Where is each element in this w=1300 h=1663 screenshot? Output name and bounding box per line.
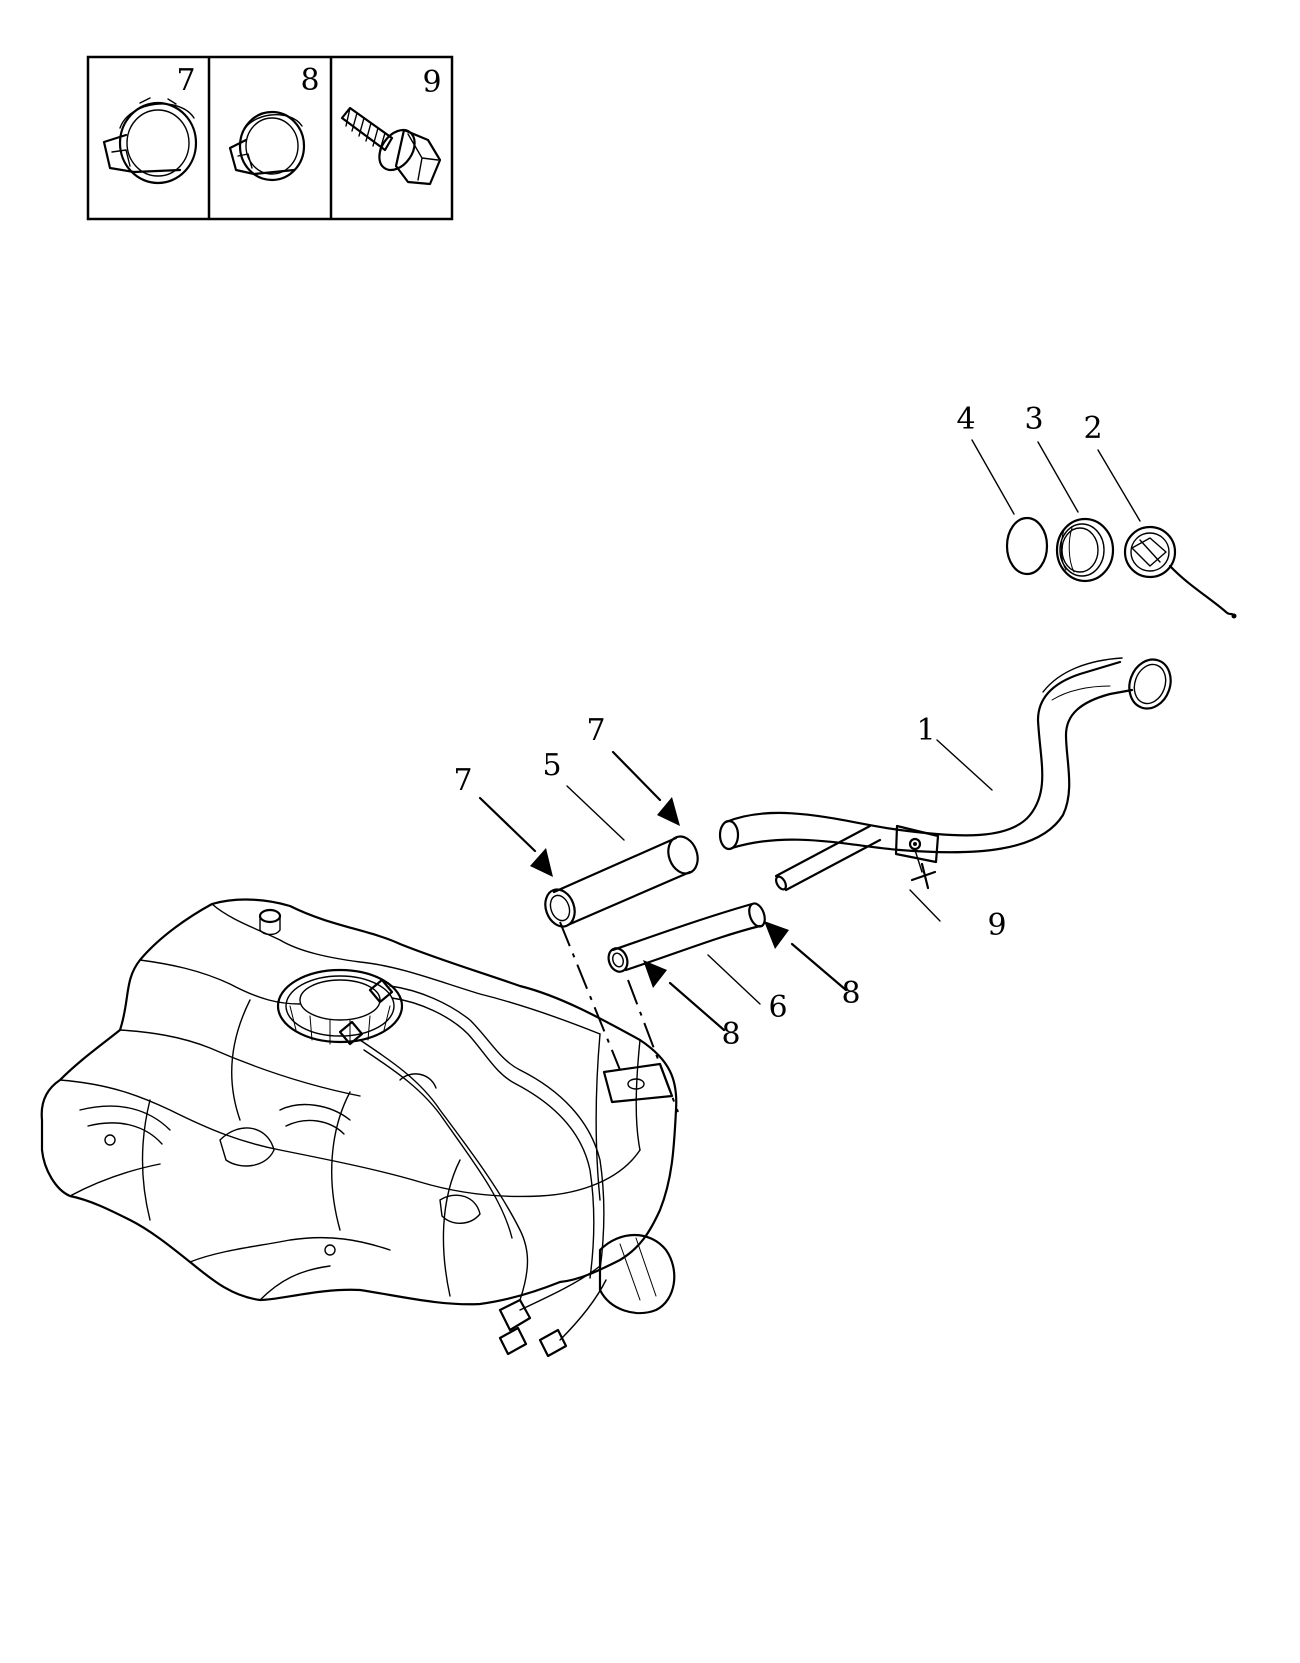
arrow-clamp-7-left bbox=[478, 796, 553, 877]
legend-cell-number-8: 8 bbox=[300, 63, 319, 98]
parts-legend-box: 7 8 9 bbox=[86, 55, 454, 221]
callout-4: 4 bbox=[956, 402, 975, 437]
callout-3: 3 bbox=[1024, 402, 1043, 437]
callout-7-right: 7 bbox=[586, 713, 605, 748]
fuel-cap-part bbox=[1123, 525, 1237, 619]
hose-clamp-small-icon bbox=[228, 110, 306, 182]
arrow-clamp-8-right bbox=[764, 921, 848, 992]
flange-bolt-icon bbox=[340, 106, 442, 186]
cap-ring-part bbox=[1055, 517, 1115, 583]
assembly-lines bbox=[559, 921, 679, 1113]
arrow-clamp-7-right bbox=[611, 750, 680, 826]
callout-8-left: 8 bbox=[721, 1017, 740, 1052]
legend-cell-number-9: 9 bbox=[422, 65, 441, 100]
hose-clamp-large-icon bbox=[102, 97, 198, 185]
fuel-tank-part bbox=[40, 898, 678, 1358]
callout-7-left: 7 bbox=[453, 763, 472, 798]
arrow-clamp-8-left bbox=[643, 960, 726, 1032]
callout-labels: 1 2 3 4 5 6 7 7 8 8 9 bbox=[453, 402, 1102, 1052]
callout-8-right: 8 bbox=[841, 976, 860, 1011]
filler-neck-part bbox=[718, 657, 1172, 892]
callout-6: 6 bbox=[768, 990, 787, 1025]
hose-large-part bbox=[544, 835, 699, 928]
callout-5: 5 bbox=[542, 748, 561, 783]
leader-lines bbox=[566, 439, 1141, 1005]
hose-small-part bbox=[607, 902, 766, 973]
callout-2: 2 bbox=[1083, 411, 1102, 446]
clamp-arrows bbox=[478, 750, 848, 1032]
callout-9: 9 bbox=[987, 908, 1006, 943]
legend-cell-number-7: 7 bbox=[176, 63, 195, 98]
o-ring-part bbox=[1005, 516, 1049, 576]
callout-1: 1 bbox=[916, 713, 935, 748]
